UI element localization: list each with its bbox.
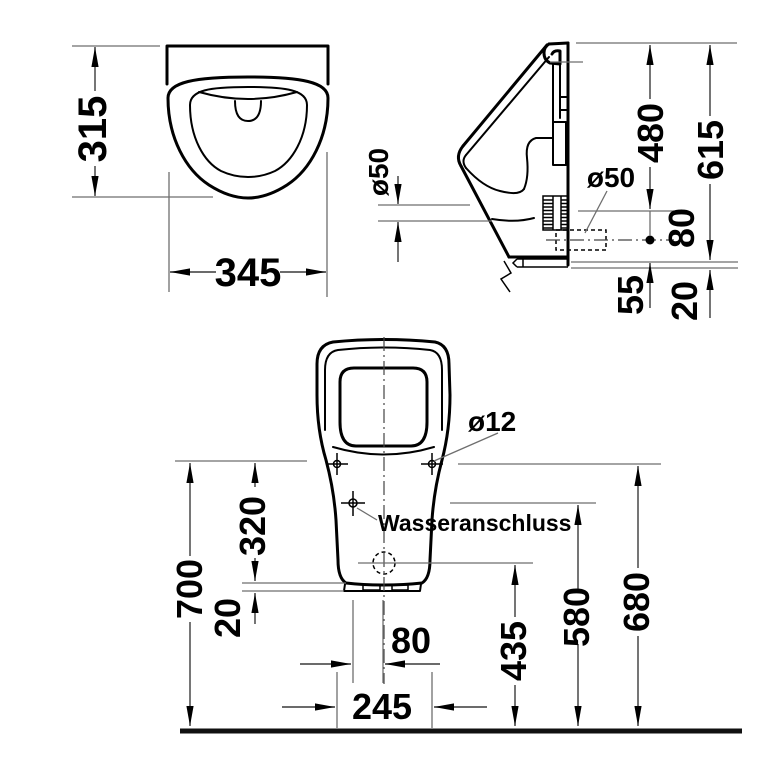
dim-label-20-side: 20	[664, 281, 705, 321]
top-view: 315 345	[71, 44, 330, 297]
dim-label-80-front: 80	[391, 620, 431, 661]
dim-label-435: 435	[493, 621, 534, 681]
dim-label-80-side: 80	[661, 208, 702, 248]
side-view-nose	[456, 144, 465, 168]
dim-label-345: 345	[215, 251, 282, 295]
front-view-plinth	[343, 583, 422, 592]
front-view-bowl-opening	[338, 366, 429, 448]
dim-label-700: 700	[169, 559, 210, 619]
side-view-top-edge	[547, 41, 570, 46]
dim-label-inlet-diameter: ø50	[363, 148, 394, 196]
water-connection-cross	[341, 491, 365, 516]
front-view: ø12 Wasseranschluss 320 700 20 80 245	[169, 337, 742, 734]
side-view-front-slant	[461, 43, 549, 148]
side-view-bottom-flange	[511, 258, 568, 268]
outlet-connector-threads	[543, 199, 568, 229]
dim-label-55: 55	[610, 275, 651, 315]
side-view-bottom-slant	[459, 164, 511, 259]
top-view-drain-dome	[234, 100, 262, 122]
dim-label-20-front: 20	[207, 598, 248, 638]
label-water-connection: Wasseranschluss	[378, 510, 571, 536]
top-view-outer-rim	[166, 75, 330, 200]
dim-label-315: 315	[71, 96, 115, 163]
leader-water-connection	[356, 507, 378, 521]
front-view-bowl-lip	[332, 446, 435, 456]
mounting-hole-right-circle	[427, 459, 437, 469]
mounting-hole-left-circle	[332, 459, 342, 469]
side-view-bowl-floor	[465, 167, 525, 195]
dim-label-580: 580	[556, 587, 597, 647]
dim-label-615: 615	[690, 120, 731, 180]
leader-outlet-diameter	[584, 190, 608, 234]
front-view-body-outline	[315, 338, 452, 587]
side-view-drain-inner	[491, 217, 535, 222]
leader-hole-diameter	[433, 432, 499, 462]
outlet-pipe-hidden	[555, 229, 607, 251]
side-view-siphon-wall	[523, 137, 554, 190]
mounting-hole-left	[326, 453, 348, 475]
top-view-water-edge	[198, 91, 298, 100]
top-view-body-outline	[165, 44, 330, 86]
dim-label-245: 245	[352, 686, 412, 727]
dim-label-480: 480	[630, 103, 671, 163]
side-view-nose-inner	[462, 154, 467, 169]
outlet-center-dot	[645, 235, 655, 245]
side-view: ø50 ø50 480 615 80 55 20	[363, 41, 738, 321]
dim-label-outlet-diameter: ø50	[587, 162, 635, 193]
side-view-rim-inner-slant	[465, 56, 550, 156]
water-connection-circle	[348, 498, 358, 508]
mounting-hole-right	[421, 453, 443, 475]
front-view-fixing-slots	[362, 584, 409, 591]
dim-label-hole-diameter: ø12	[468, 406, 516, 437]
top-view-inner-bowl	[189, 86, 308, 178]
side-view-break-mark	[499, 260, 513, 293]
dim-label-320: 320	[232, 496, 273, 556]
dim-label-680: 680	[616, 572, 657, 632]
side-view-back-channel	[552, 63, 568, 166]
